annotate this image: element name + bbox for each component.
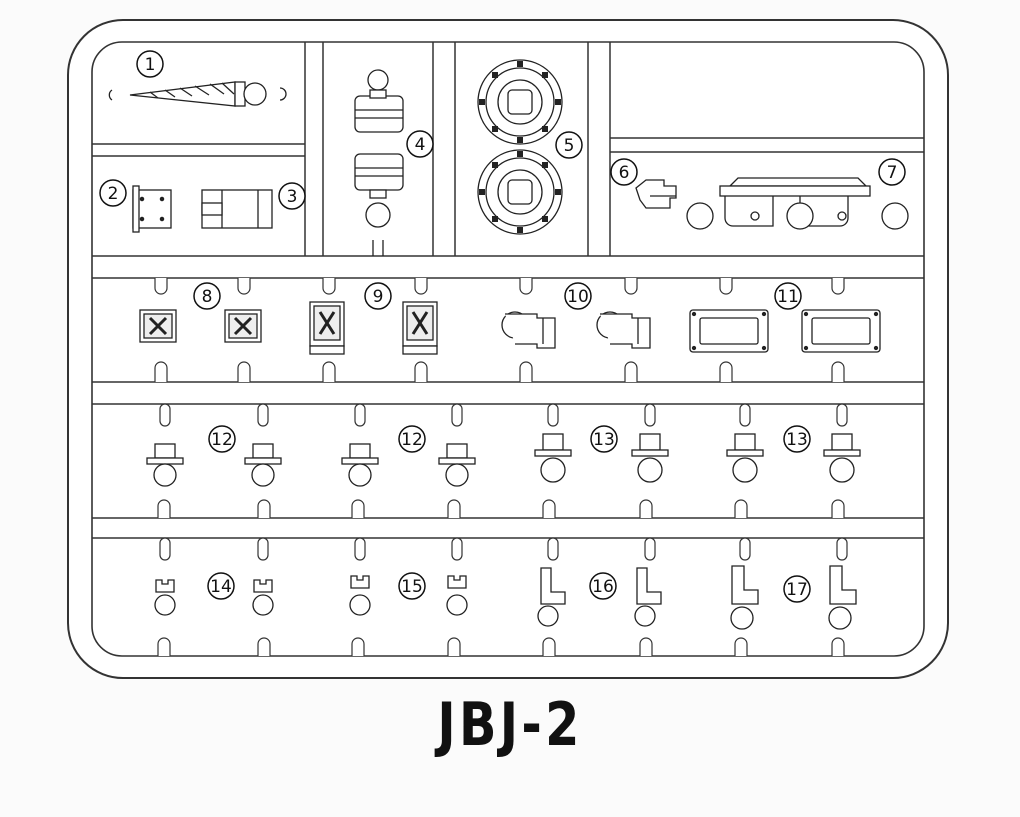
callout-number-1: 1 [145,55,156,75]
callout-number-12: 12 [401,430,423,450]
part-12-13-pegs [146,433,861,487]
callout-number-11: 11 [777,287,799,307]
callout-number-6: 6 [619,163,630,183]
callout-number-2: 2 [108,184,119,204]
callout-circle [783,575,811,603]
runner-bars [92,42,924,539]
callout-circle [136,50,164,78]
callout-number-16: 16 [592,577,614,597]
part-4-connectors [354,69,404,256]
callout-number-13: 13 [786,430,808,450]
callout-circle [398,572,426,600]
part-14-15-studs [154,575,468,616]
sprue-inner-frame [91,41,925,657]
part-11-frames [689,309,881,353]
callout-number-7: 7 [887,163,898,183]
part-2-plate [132,185,172,233]
callout-number-13: 13 [593,430,615,450]
callout-circle [555,131,583,159]
callout-circle [783,425,811,453]
callout-circle [589,572,617,600]
callout-number-10: 10 [567,287,589,307]
part-10-brackets [501,311,651,349]
callout-circle [590,425,618,453]
callout-circle [774,282,802,310]
callout-number-4: 4 [415,135,426,155]
callout-number-9: 9 [373,287,384,307]
callout-circle [193,282,221,310]
part-5-gears [477,59,563,235]
callout-number-14: 14 [210,577,232,597]
runner-gates [154,278,848,656]
part-8-x-plates [139,309,262,343]
callout-number-17: 17 [786,580,808,600]
callout-number-3: 3 [287,187,298,207]
callout-circle [564,282,592,310]
part-3-block [201,189,273,229]
callout-circle [99,179,127,207]
part-7-bar [686,177,909,230]
part-9-x-plates [309,301,438,355]
part-16-17-l-shapes [537,565,857,630]
callout-circle [878,158,906,186]
part-6-clip [635,179,677,209]
callout-number-15: 15 [401,577,423,597]
callout-circle [207,572,235,600]
callout-number-12: 12 [211,430,233,450]
callout-number-8: 8 [202,287,213,307]
callout-number-5: 5 [564,136,575,156]
callout-circle [398,425,426,453]
callout-circle [364,282,392,310]
callout-circle [278,182,306,210]
callout-circle [406,130,434,158]
callout-circle [610,158,638,186]
callout-circle [208,425,236,453]
sheet-title: JBJ-2 [437,690,583,760]
part-1-bit [108,81,287,107]
